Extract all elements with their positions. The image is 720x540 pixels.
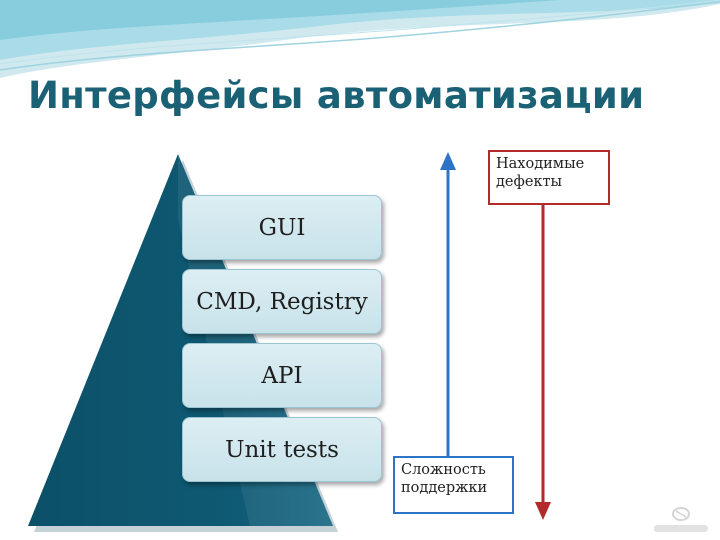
- pyramid-level-label: API: [261, 362, 303, 389]
- pyramid-level-cmd-registry: CMD, Registry: [182, 269, 382, 334]
- background-waves: [0, 0, 720, 78]
- watermark-logo: [654, 507, 708, 532]
- support-arrow: [440, 152, 456, 456]
- pyramid-level-unit-tests: Unit tests: [182, 417, 382, 482]
- pyramid-level-label: GUI: [258, 214, 306, 241]
- support-label-line1: Сложность: [401, 462, 486, 478]
- defects-label-box: Находимые дефекты: [488, 150, 610, 205]
- defects-arrow: [535, 205, 551, 520]
- defects-label-line2: дефекты: [496, 174, 563, 190]
- slide-title: Интерфейсы автоматизации: [28, 74, 645, 117]
- pyramid-level-label: CMD, Registry: [196, 288, 368, 315]
- support-label-box: Сложность поддержки: [393, 456, 514, 514]
- defects-label-line1: Находимые: [496, 156, 585, 172]
- pyramid-level-gui: GUI: [182, 195, 382, 260]
- pyramid-level-label: Unit tests: [225, 436, 339, 463]
- pyramid-level-api: API: [182, 343, 382, 408]
- support-label-line2: поддержки: [401, 480, 488, 496]
